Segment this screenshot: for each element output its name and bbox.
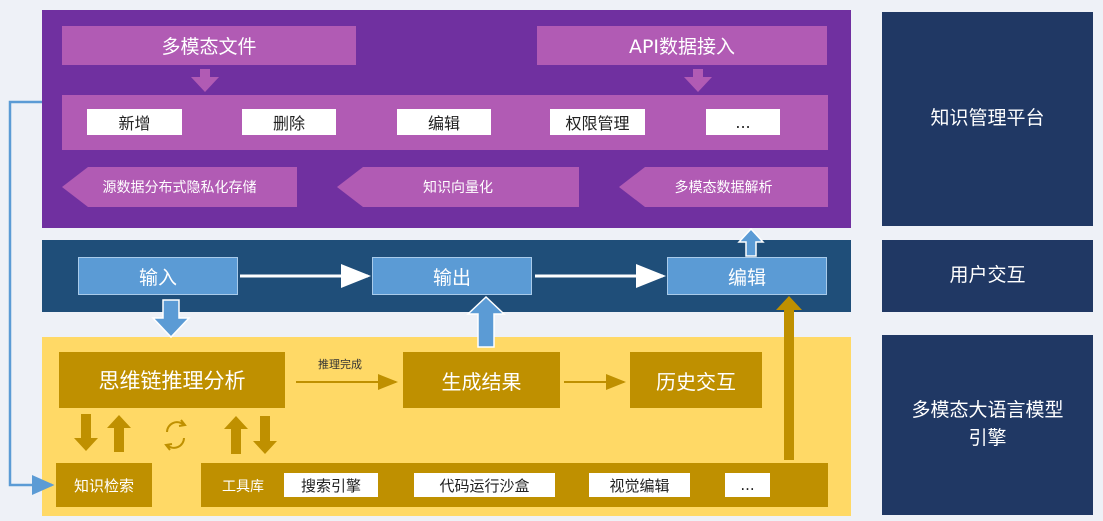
side-label-llm-engine: 多模态大语言模型 引擎 — [882, 335, 1093, 515]
side-label-user-interaction: 用户交互 — [882, 240, 1093, 312]
arrow-reasoning-to-toolbox — [253, 416, 277, 454]
node-history-interaction: 历史交互 — [630, 352, 762, 408]
node-generate-result: 生成结果 — [403, 352, 560, 408]
node-input: 输入 — [78, 257, 238, 295]
arrow-toolbox-to-reasoning — [224, 416, 248, 454]
arrow-result-to-output — [466, 295, 506, 348]
tool-more: ... — [725, 473, 770, 497]
op-delete: 删除 — [242, 109, 336, 135]
op-add: 新增 — [87, 109, 182, 135]
op-more: ... — [706, 109, 780, 135]
arrow-toolbox-to-edit — [776, 296, 802, 460]
stage-distributed-private-storage: 源数据分布式隐私化存储 — [62, 167, 297, 207]
arrow-retrieval-to-reasoning — [107, 415, 131, 452]
refresh-cycle-icon — [164, 419, 187, 451]
side-label-knowledge-platform: 知识管理平台 — [882, 12, 1093, 226]
stage-multimodal-parsing: 多模态数据解析 — [619, 167, 828, 207]
edge-label-reasoning-done: 推理完成 — [318, 358, 362, 371]
tool-visual-editing: 视觉编辑 — [589, 473, 690, 497]
node-cot-reasoning: 思维链推理分析 — [59, 352, 285, 408]
arrow-down-api — [684, 69, 712, 92]
node-edit: 编辑 — [667, 257, 827, 295]
arrow-up-to-parsing — [737, 227, 765, 257]
op-edit: 编辑 — [397, 109, 491, 135]
tool-code-sandbox: 代码运行沙盒 — [414, 473, 555, 497]
source-multimodal-files: 多模态文件 — [62, 26, 356, 65]
op-permission-management: 权限管理 — [550, 109, 645, 135]
toolbox-label: 工具库 — [222, 479, 264, 495]
node-output: 输出 — [372, 257, 532, 295]
stage-knowledge-vectorization: 知识向量化 — [337, 167, 579, 207]
connector-platform-to-retrieval — [8, 100, 55, 495]
arrow-input-to-reasoning — [151, 299, 191, 339]
source-api-data: API数据接入 — [537, 26, 827, 65]
node-knowledge-retrieval: 知识检索 — [56, 463, 152, 507]
arrow-reasoning-to-retrieval — [74, 414, 98, 451]
arrow-down-files — [191, 69, 219, 92]
tool-search-engine: 搜索引擎 — [284, 473, 378, 497]
